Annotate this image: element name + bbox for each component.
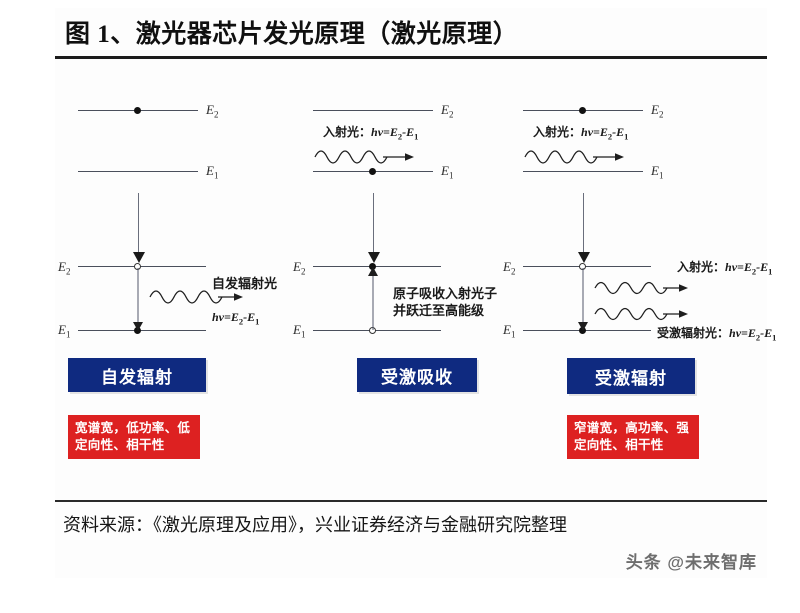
annotation-spontaneous-light: 自发辐射光 — [212, 276, 278, 291]
level-line-e1-lower — [313, 330, 441, 331]
source-note: 资料来源：《激光原理及应用》，兴业证券经济与金融研究院整理 — [63, 515, 567, 535]
level-label-e1-upper: E1 — [441, 163, 454, 181]
photon-wave-arrow-incident — [313, 145, 417, 169]
connector-arrow — [133, 193, 145, 263]
annotation-incident-light-upper: 入射光：hν=E2-E1 — [533, 125, 629, 142]
photon-wave-arrow — [148, 285, 244, 309]
level-line-e2-lower — [78, 266, 206, 267]
diagram-area: E2 E1 E2 E1 — [55, 63, 776, 495]
panel-stimulated-emission: E2 入射光：hν=E2-E1 E1 — [503, 63, 776, 495]
level-label-e1-lower: E1 — [58, 322, 71, 340]
level-label-e1-lower: E1 — [293, 322, 306, 340]
electron-marker-filled — [134, 107, 141, 114]
level-line-e2-lower — [313, 266, 441, 267]
figure-title-bar: 图 1、激光器芯片发光原理（激光原理） — [55, 8, 767, 56]
page-title: 图 1、激光器芯片发光原理（激光原理） — [65, 21, 519, 48]
panel-note-box-emission: 窄谱宽，高功率、强定向性、相干性 — [567, 415, 699, 459]
panel-spontaneous-emission: E2 E1 E2 E1 — [58, 63, 290, 495]
annotation-stimulated-light: 受激辐射光：hν=E2-E1 — [657, 326, 777, 343]
annotation-photon-energy: hν=E2-E1 — [212, 310, 260, 327]
title-divider — [55, 56, 767, 59]
level-label-e2-upper: E2 — [206, 102, 219, 120]
level-label-e2-lower: E2 — [58, 259, 71, 277]
level-label-e1-upper: E1 — [651, 163, 664, 181]
transition-arrow-down — [578, 268, 588, 331]
panel-title-label: 受激吸收 — [381, 367, 453, 387]
level-line-e1-upper — [78, 171, 198, 172]
level-line-e2-upper — [313, 110, 433, 111]
photon-wave-arrow-1 — [593, 277, 689, 299]
connector-arrow — [368, 193, 380, 263]
panel-title-box-spontaneous[interactable]: 自发辐射 — [68, 358, 206, 392]
photon-wave-arrow-2 — [593, 303, 689, 325]
level-label-e2-lower: E2 — [293, 259, 306, 277]
level-line-e1-upper — [523, 171, 643, 172]
annotation-incident-light-lower: 入射光：hν=E2-E1 — [677, 260, 773, 277]
level-label-e2-upper: E2 — [441, 102, 454, 120]
source-divider — [55, 500, 767, 502]
annotation-absorption-line1: 原子吸收入射光子 — [393, 286, 498, 301]
panel-note-box-spontaneous: 宽谱宽，低功率、低定向性、相干性 — [68, 415, 200, 459]
watermark-label: 头条 @未来智库 — [625, 553, 757, 572]
electron-marker-filled — [369, 168, 376, 175]
connector-arrow — [578, 193, 590, 263]
panel-title-box-absorption[interactable]: 受激吸收 — [357, 358, 477, 392]
level-line-e2-lower — [523, 266, 651, 267]
panel-stimulated-absorption: E2 入射光：hν=E2-E1 E1 — [293, 63, 525, 495]
level-label-e1-lower: E1 — [503, 322, 516, 340]
level-label-e1-upper: E1 — [206, 163, 219, 181]
annotation-absorption-line2: 并跃迁至高能级 — [393, 303, 485, 318]
panel-note-label: 窄谱宽，高功率、强定向性、相干性 — [574, 421, 690, 452]
electron-marker-filled — [369, 263, 376, 270]
transition-arrow-down — [133, 268, 143, 331]
panel-title-label: 自发辐射 — [101, 367, 173, 387]
annotation-incident-light-upper: 入射光：hν=E2-E1 — [323, 125, 419, 142]
annotation-absorption-text: 原子吸收入射光子 并跃迁至高能级 — [393, 285, 513, 319]
panel-title-box-emission[interactable]: 受激辐射 — [567, 358, 695, 394]
level-label-e2-upper: E2 — [651, 102, 664, 120]
electron-marker-filled — [579, 107, 586, 114]
panel-title-label: 受激辐射 — [595, 368, 667, 388]
transition-arrow-up — [368, 267, 378, 330]
panel-note-label: 宽谱宽，低功率、低定向性、相干性 — [75, 421, 191, 452]
photon-wave-arrow-incident — [523, 145, 627, 169]
level-label-e2-lower: E2 — [503, 259, 516, 277]
figure-container: 图 1、激光器芯片发光原理（激光原理） E2 E1 E2 — [55, 8, 776, 578]
